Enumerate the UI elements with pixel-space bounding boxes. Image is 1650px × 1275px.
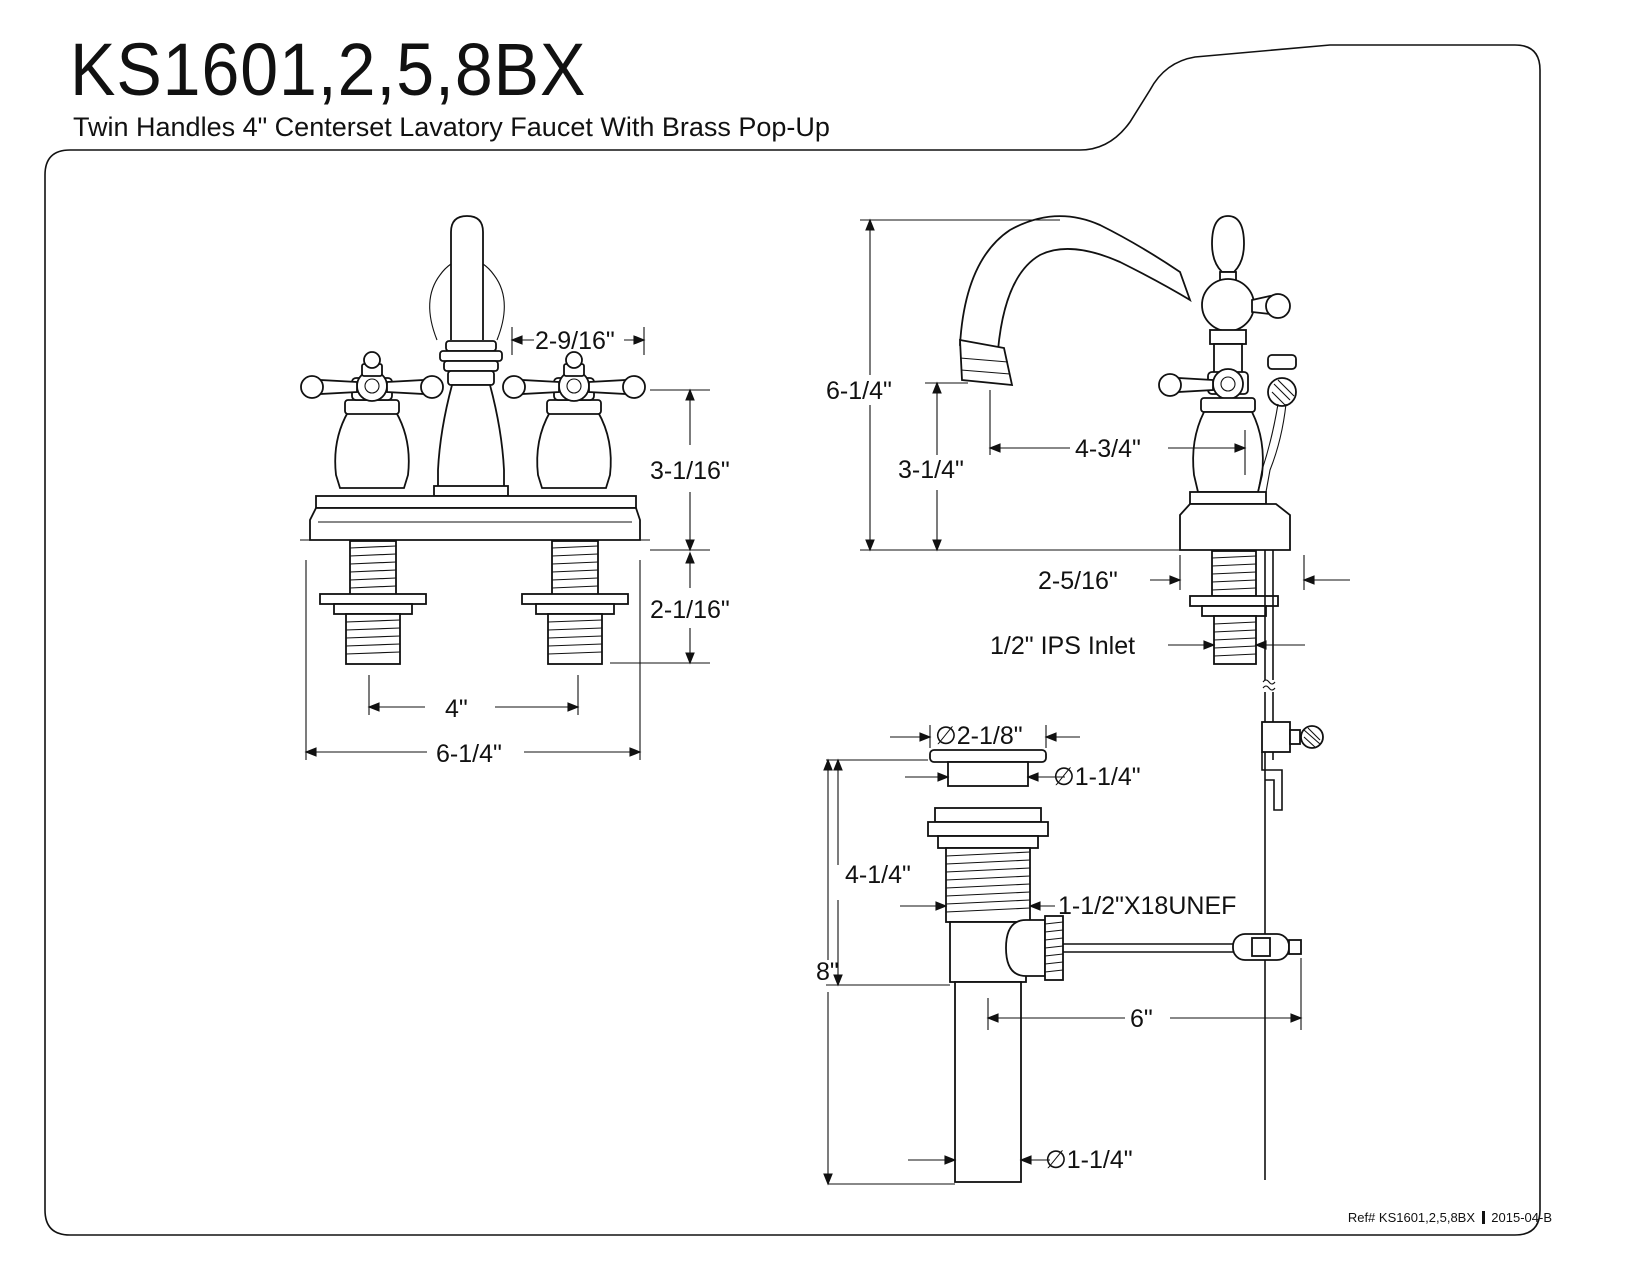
page-subtitle: Twin Handles 4" Centerset Lavatory Fauce…	[73, 112, 830, 142]
side-view-faucet	[959, 215, 1324, 1180]
reference-divider	[1481, 1211, 1485, 1224]
tailpiece-diameter-label: ∅1-1/4"	[1045, 1146, 1133, 1174]
reference-block: Ref# KS1601,2,5,8BX 2015-04-B	[1348, 1210, 1552, 1225]
spout-height-label: 3-1/16"	[650, 457, 730, 485]
drawing-frame	[44, 44, 1541, 1236]
spout-reach-label: 4-3/4"	[1075, 435, 1141, 463]
overall-width-label: 6-1/4"	[436, 740, 502, 768]
front-view-faucet	[300, 215, 650, 665]
rod-length-label: 6"	[1130, 1005, 1153, 1033]
revision-code: 2015-04-B	[1491, 1210, 1552, 1225]
overall-height-label: 6-1/4"	[826, 377, 892, 405]
total-length-label: 8"	[816, 958, 839, 986]
thread-spec-label: 1-1/2"X18UNEF	[1058, 892, 1236, 920]
shank-length-label: 2-1/16"	[650, 596, 730, 624]
drain-dimensions	[823, 725, 1303, 1186]
reference-number: Ref# KS1601,2,5,8BX	[1347, 1210, 1476, 1225]
body-height-label: 4-1/4"	[845, 861, 911, 889]
spout-clearance-label: 3-1/4"	[898, 456, 964, 484]
base-depth-label: 2-5/16"	[1038, 567, 1118, 595]
handle-spacing-label: 2-9/16"	[535, 327, 615, 355]
center-spread-label: 4"	[445, 695, 468, 723]
front-view-dimensions	[304, 327, 710, 760]
stopper-diameter-label: ∅1-1/4"	[1053, 763, 1141, 791]
side-view-dimensions	[860, 218, 1350, 650]
drain-assembly	[927, 749, 1302, 1183]
inlet-label: 1/2" IPS Inlet	[990, 632, 1135, 660]
flange-diameter-label: ∅2-1/8"	[935, 722, 1023, 750]
page-title: KS1601,2,5,8BX	[70, 28, 587, 111]
